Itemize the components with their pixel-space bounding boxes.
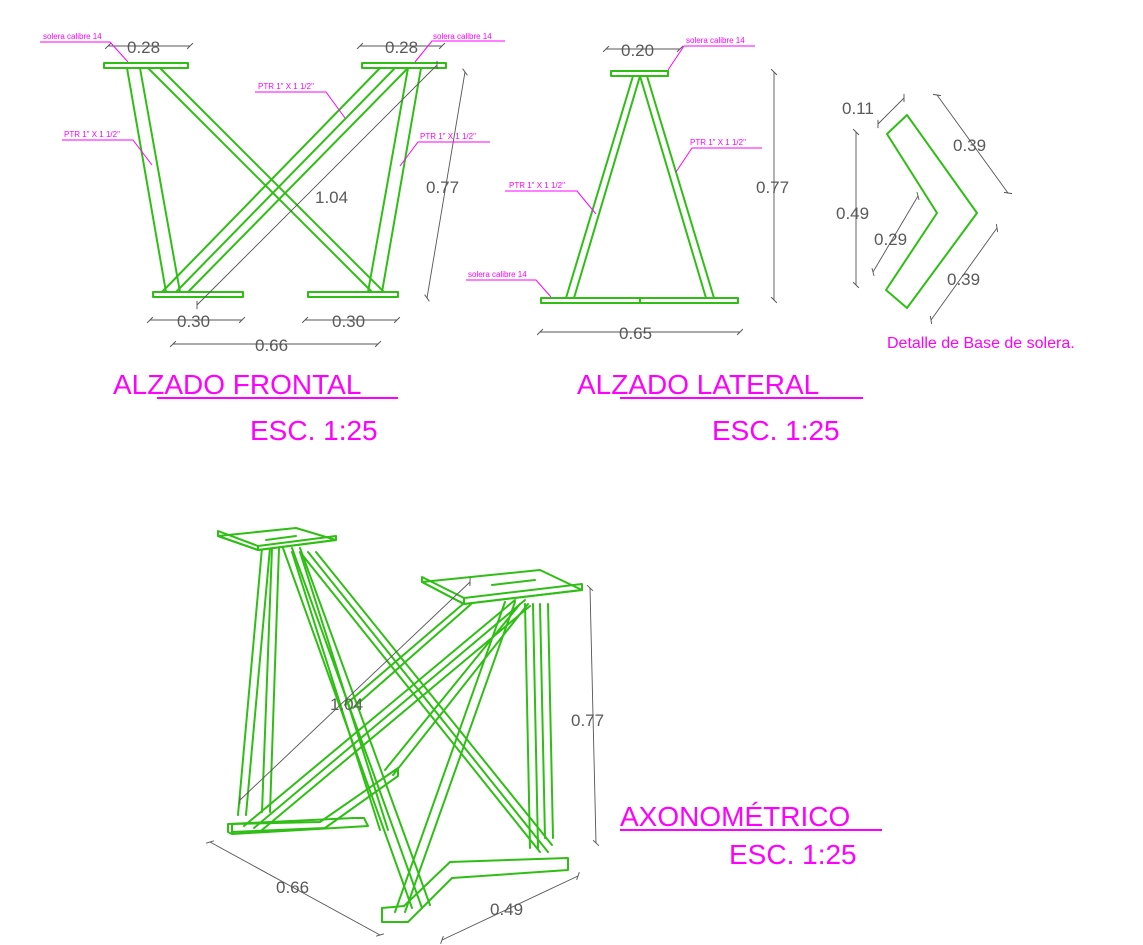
front-leader-plate-left xyxy=(40,41,129,63)
front-dim-foot-right: 0.30 xyxy=(332,312,365,331)
axonometric-view: 1.04 0.77 0.66 0.49 AXONOMÉTRICO ESC. 1:… xyxy=(205,527,882,944)
front-leader-tube-right xyxy=(399,141,490,167)
front-label-plate-right: solera calibre 14 xyxy=(433,32,492,41)
front-label-plate-left: solera calibre 14 xyxy=(43,32,102,41)
axo-leg-back-left-b xyxy=(261,547,280,813)
detail-dim-outer-bottom: 0.39 xyxy=(947,270,980,289)
axo-base-plate-right xyxy=(381,857,569,923)
axo-dim-length: 0.66 xyxy=(276,878,309,897)
front-title: ALZADO FRONTAL xyxy=(113,369,361,400)
detail-dim-line-outer-bottom xyxy=(929,223,999,325)
axo-scale: ESC. 1:25 xyxy=(729,839,857,870)
front-dim-diagonal: 1.04 xyxy=(315,188,348,207)
front-scale: ESC. 1:25 xyxy=(250,415,378,446)
front-leader-plate-right xyxy=(414,40,505,63)
front-dim-top-right: 0.28 xyxy=(385,38,418,57)
front-dim-line-diagonal xyxy=(196,60,438,310)
axo-dim-line-diagonal xyxy=(239,577,471,805)
axo-dim-line-height xyxy=(586,584,600,847)
axo-leg-right-back xyxy=(539,603,554,839)
front-leader-tube-left xyxy=(62,139,153,166)
axo-dim-height: 0.77 xyxy=(571,711,604,730)
front-leader-tube-center xyxy=(255,91,346,119)
axo-dim-line-width xyxy=(440,872,580,944)
front-dim-height: 0.77 xyxy=(426,178,459,197)
side-leader-tube-left xyxy=(505,190,597,215)
axo-dim-line-length xyxy=(205,840,385,937)
axo-top-plate-left-slot xyxy=(265,535,297,541)
side-label-plate-top: solera calibre 14 xyxy=(686,36,745,45)
axo-long-diagonal xyxy=(243,599,531,831)
front-dim-line-height xyxy=(424,68,468,302)
front-label-tube-left: PTR 1" X 1 1/2" xyxy=(64,130,120,139)
axo-title: AXONOMÉTRICO xyxy=(620,801,850,832)
side-title: ALZADO LATERAL xyxy=(577,369,819,400)
plate-detail: 0.11 0.39 0.39 0.49 0.29 Detalle de Base… xyxy=(836,93,1075,352)
detail-dim-height: 0.49 xyxy=(836,204,869,223)
front-elevation: 0.28 0.28 0.30 0.30 0.66 1.04 0.77 soler… xyxy=(40,32,505,446)
side-dim-base: 0.65 xyxy=(619,324,652,343)
side-label-tube-right: PTR 1" X 1 1/2" xyxy=(690,138,746,147)
front-cross-diagonal-b xyxy=(161,67,409,293)
front-dim-top-left: 0.28 xyxy=(127,38,160,57)
detail-caption: Detalle de Base de solera. xyxy=(887,335,1075,352)
side-label-plate-bottom: solera calibre 14 xyxy=(468,270,527,279)
front-leg-left xyxy=(126,67,181,293)
side-leader-plate-top xyxy=(667,45,755,71)
detail-dim-line-outer-top xyxy=(932,93,1013,195)
side-leg-left xyxy=(565,75,641,299)
axo-dim-width: 0.49 xyxy=(490,900,523,919)
side-leader-plate-bottom xyxy=(466,279,552,298)
side-label-tube-left: PTR 1" X 1 1/2" xyxy=(509,181,565,190)
side-dim-height: 0.77 xyxy=(756,178,789,197)
front-top-plate-right xyxy=(361,62,447,69)
chevron-plate xyxy=(885,114,978,309)
axo-leg-back-left xyxy=(237,547,271,816)
front-top-plate-left xyxy=(103,62,189,69)
side-dim-top: 0.20 xyxy=(621,41,654,60)
axo-top-plate-right-slot xyxy=(491,579,536,586)
front-label-tube-center: PTR 1" X 1 1/2" xyxy=(258,82,314,91)
front-dim-foot-left: 0.30 xyxy=(177,312,210,331)
axo-dim-diagonal: 1.04 xyxy=(330,695,363,714)
side-leader-tube-right xyxy=(675,147,762,173)
detail-dim-outer-top: 0.39 xyxy=(953,136,986,155)
detail-dim-line-width xyxy=(877,93,905,129)
axo-leg-right-front xyxy=(524,603,539,849)
front-label-tube-right: PTR 1" X 1 1/2" xyxy=(420,132,476,141)
axo-top-plate-left-side xyxy=(217,530,259,551)
side-leg-right xyxy=(639,75,715,299)
side-elevation: 0.20 0.65 0.77 solera calibre 14 PTR 1" … xyxy=(466,36,863,446)
front-dim-total: 0.66 xyxy=(255,336,288,355)
detail-dim-line-inner xyxy=(871,191,920,277)
detail-dim-width: 0.11 xyxy=(842,99,874,118)
side-scale: ESC. 1:25 xyxy=(712,415,840,446)
detail-dim-inner: 0.29 xyxy=(874,230,907,249)
